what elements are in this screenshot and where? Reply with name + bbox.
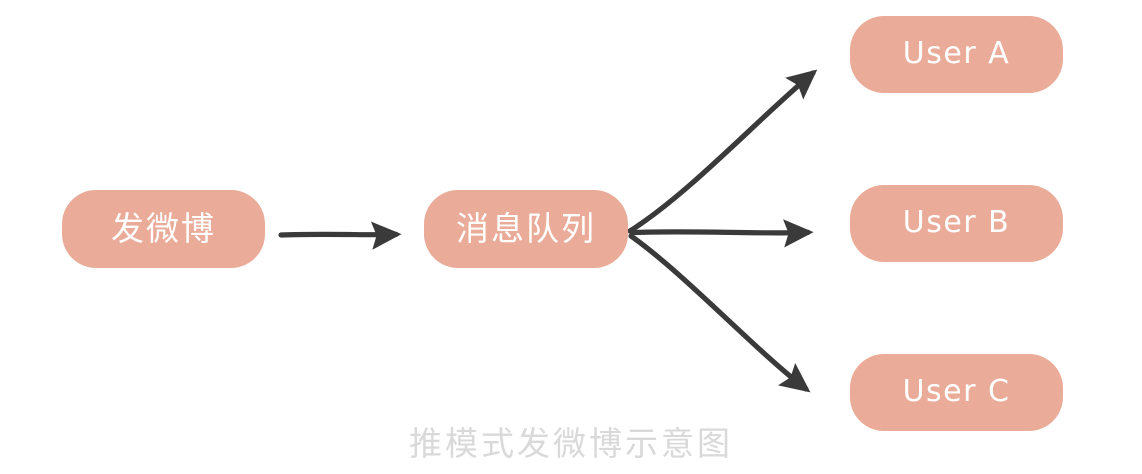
node-source[interactable]: 发微博 — [62, 190, 265, 268]
node-user-a-label: User A — [902, 35, 1011, 71]
node-message-queue[interactable]: 消息队列 — [424, 190, 628, 268]
edge-queue-user-c — [628, 233, 811, 393]
edge-queue-user-a — [627, 69, 818, 234]
node-user-c-label: User C — [902, 373, 1011, 409]
node-source-label: 发微博 — [111, 208, 216, 248]
node-user-b[interactable]: User B — [850, 185, 1063, 262]
edge-source-queue — [278, 221, 402, 250]
edge-queue-user-b — [629, 219, 814, 248]
node-user-c[interactable]: User C — [850, 354, 1063, 431]
diagram-caption: 推模式发微博示意图 — [409, 424, 733, 463]
node-user-a[interactable]: User A — [850, 16, 1063, 93]
node-message-queue-label: 消息队列 — [456, 208, 596, 248]
node-user-b-label: User B — [902, 204, 1011, 240]
